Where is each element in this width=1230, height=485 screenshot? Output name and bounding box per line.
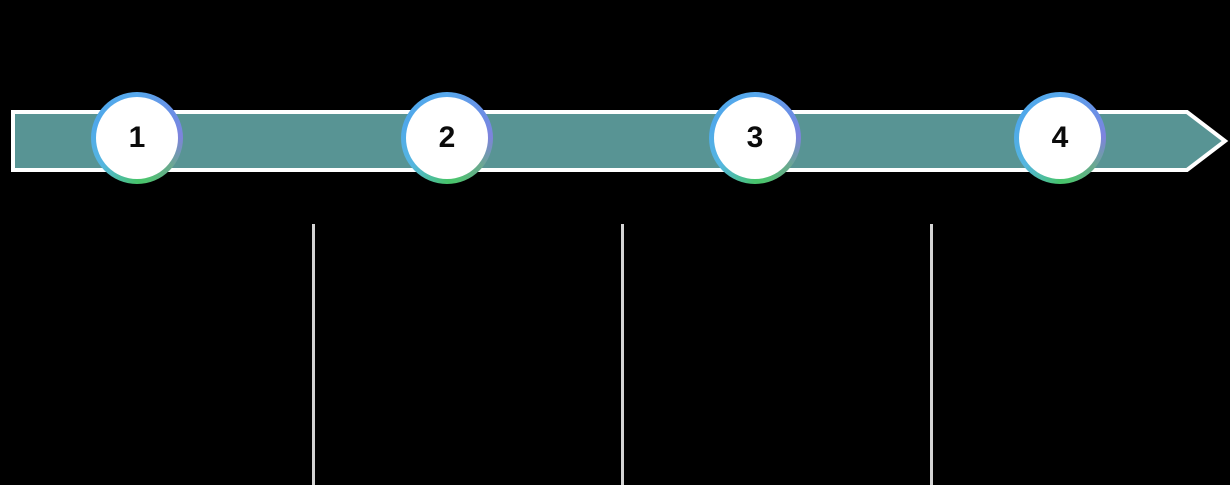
milestone-circle-3[interactable]: 3 xyxy=(709,92,801,184)
section-divider-1 xyxy=(312,224,315,485)
milestone-circle-2[interactable]: 2 xyxy=(401,92,493,184)
section-divider-2 xyxy=(621,224,624,485)
milestone-circle-3-fill: 3 xyxy=(714,97,796,179)
milestone-circle-1[interactable]: 1 xyxy=(91,92,183,184)
process-arrow[interactable] xyxy=(11,110,1229,172)
milestone-label-1: 1 xyxy=(128,121,146,154)
milestone-circle-1-fill: 1 xyxy=(96,97,178,179)
section-1 xyxy=(13,224,309,485)
milestone-label-2: 2 xyxy=(438,121,456,154)
section-4 xyxy=(936,224,1227,485)
process-arrow-shape xyxy=(11,110,1229,172)
section-3 xyxy=(627,224,927,485)
milestone-label-4: 4 xyxy=(1051,121,1069,154)
milestone-circle-4-fill: 4 xyxy=(1019,97,1101,179)
milestone-circle-4[interactable]: 4 xyxy=(1014,92,1106,184)
milestone-label-3: 3 xyxy=(746,121,764,154)
section-divider-3 xyxy=(930,224,933,485)
section-2 xyxy=(318,224,618,485)
milestone-circle-2-fill: 2 xyxy=(406,97,488,179)
